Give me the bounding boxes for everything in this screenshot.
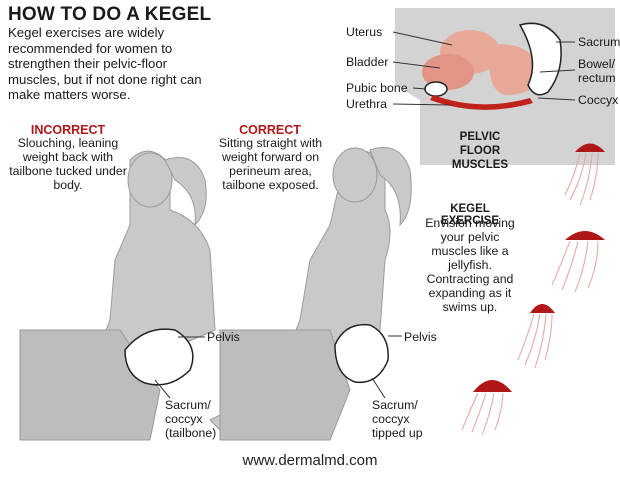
- kegel-description: Envision moving your pelvic muscles like…: [425, 216, 515, 314]
- jellyfish-1: [564, 143, 605, 206]
- correct-pelvis-label: Pelvis: [404, 330, 437, 344]
- bowel-label: Bowel/ rectum: [578, 57, 616, 85]
- uterus-label: Uterus: [346, 25, 383, 39]
- incorrect-heading: INCORRECT: [30, 123, 106, 137]
- jellyfish-2: [551, 231, 605, 293]
- sacrum-shape: [518, 22, 562, 96]
- pelvic-floor-caption: PELVIC FLOOR MUSCLES: [451, 131, 509, 171]
- page-title: HOW TO DO A KEGEL: [8, 4, 212, 25]
- kegel-heading: KEGEL EXERCISE: [440, 203, 500, 227]
- incorrect-description: Slouching, leaning weight back with tail…: [9, 136, 127, 192]
- correct-figure: [209, 147, 412, 441]
- bladder-label: Bladder: [346, 55, 389, 69]
- intro-text: Kegel exercises are widely recommended f…: [8, 25, 202, 102]
- incorrect-figure: [19, 150, 216, 441]
- correct-heading: CORRECT: [239, 123, 301, 137]
- pelvic-floor-muscle: [430, 95, 533, 110]
- sacrum-label: Sacrum: [578, 35, 620, 49]
- pubic-bone-label: Pubic bone: [346, 81, 408, 95]
- anatomy-diagram: [392, 8, 615, 165]
- jellyfish-3: [517, 304, 555, 369]
- bowel-shape: [489, 44, 540, 95]
- correct-sacrum-label: Sacrum/ coccyx tipped up: [372, 398, 423, 440]
- coccyx-label: Coccyx: [578, 93, 619, 107]
- footer-url[interactable]: www.dermalmd.com: [242, 452, 378, 469]
- jellyfish-4: [461, 380, 512, 436]
- correct-description: Sitting straight with weight forward on …: [218, 136, 323, 192]
- incorrect-sacrum-label: Sacrum/ coccyx (tailbone): [165, 398, 217, 440]
- urethra-label: Urethra: [346, 97, 388, 111]
- incorrect-pelvis-label: Pelvis: [207, 330, 240, 344]
- jellyfish-icons: [461, 143, 605, 436]
- bladder-shape: [422, 54, 474, 90]
- pubic-bone-shape: [424, 81, 448, 97]
